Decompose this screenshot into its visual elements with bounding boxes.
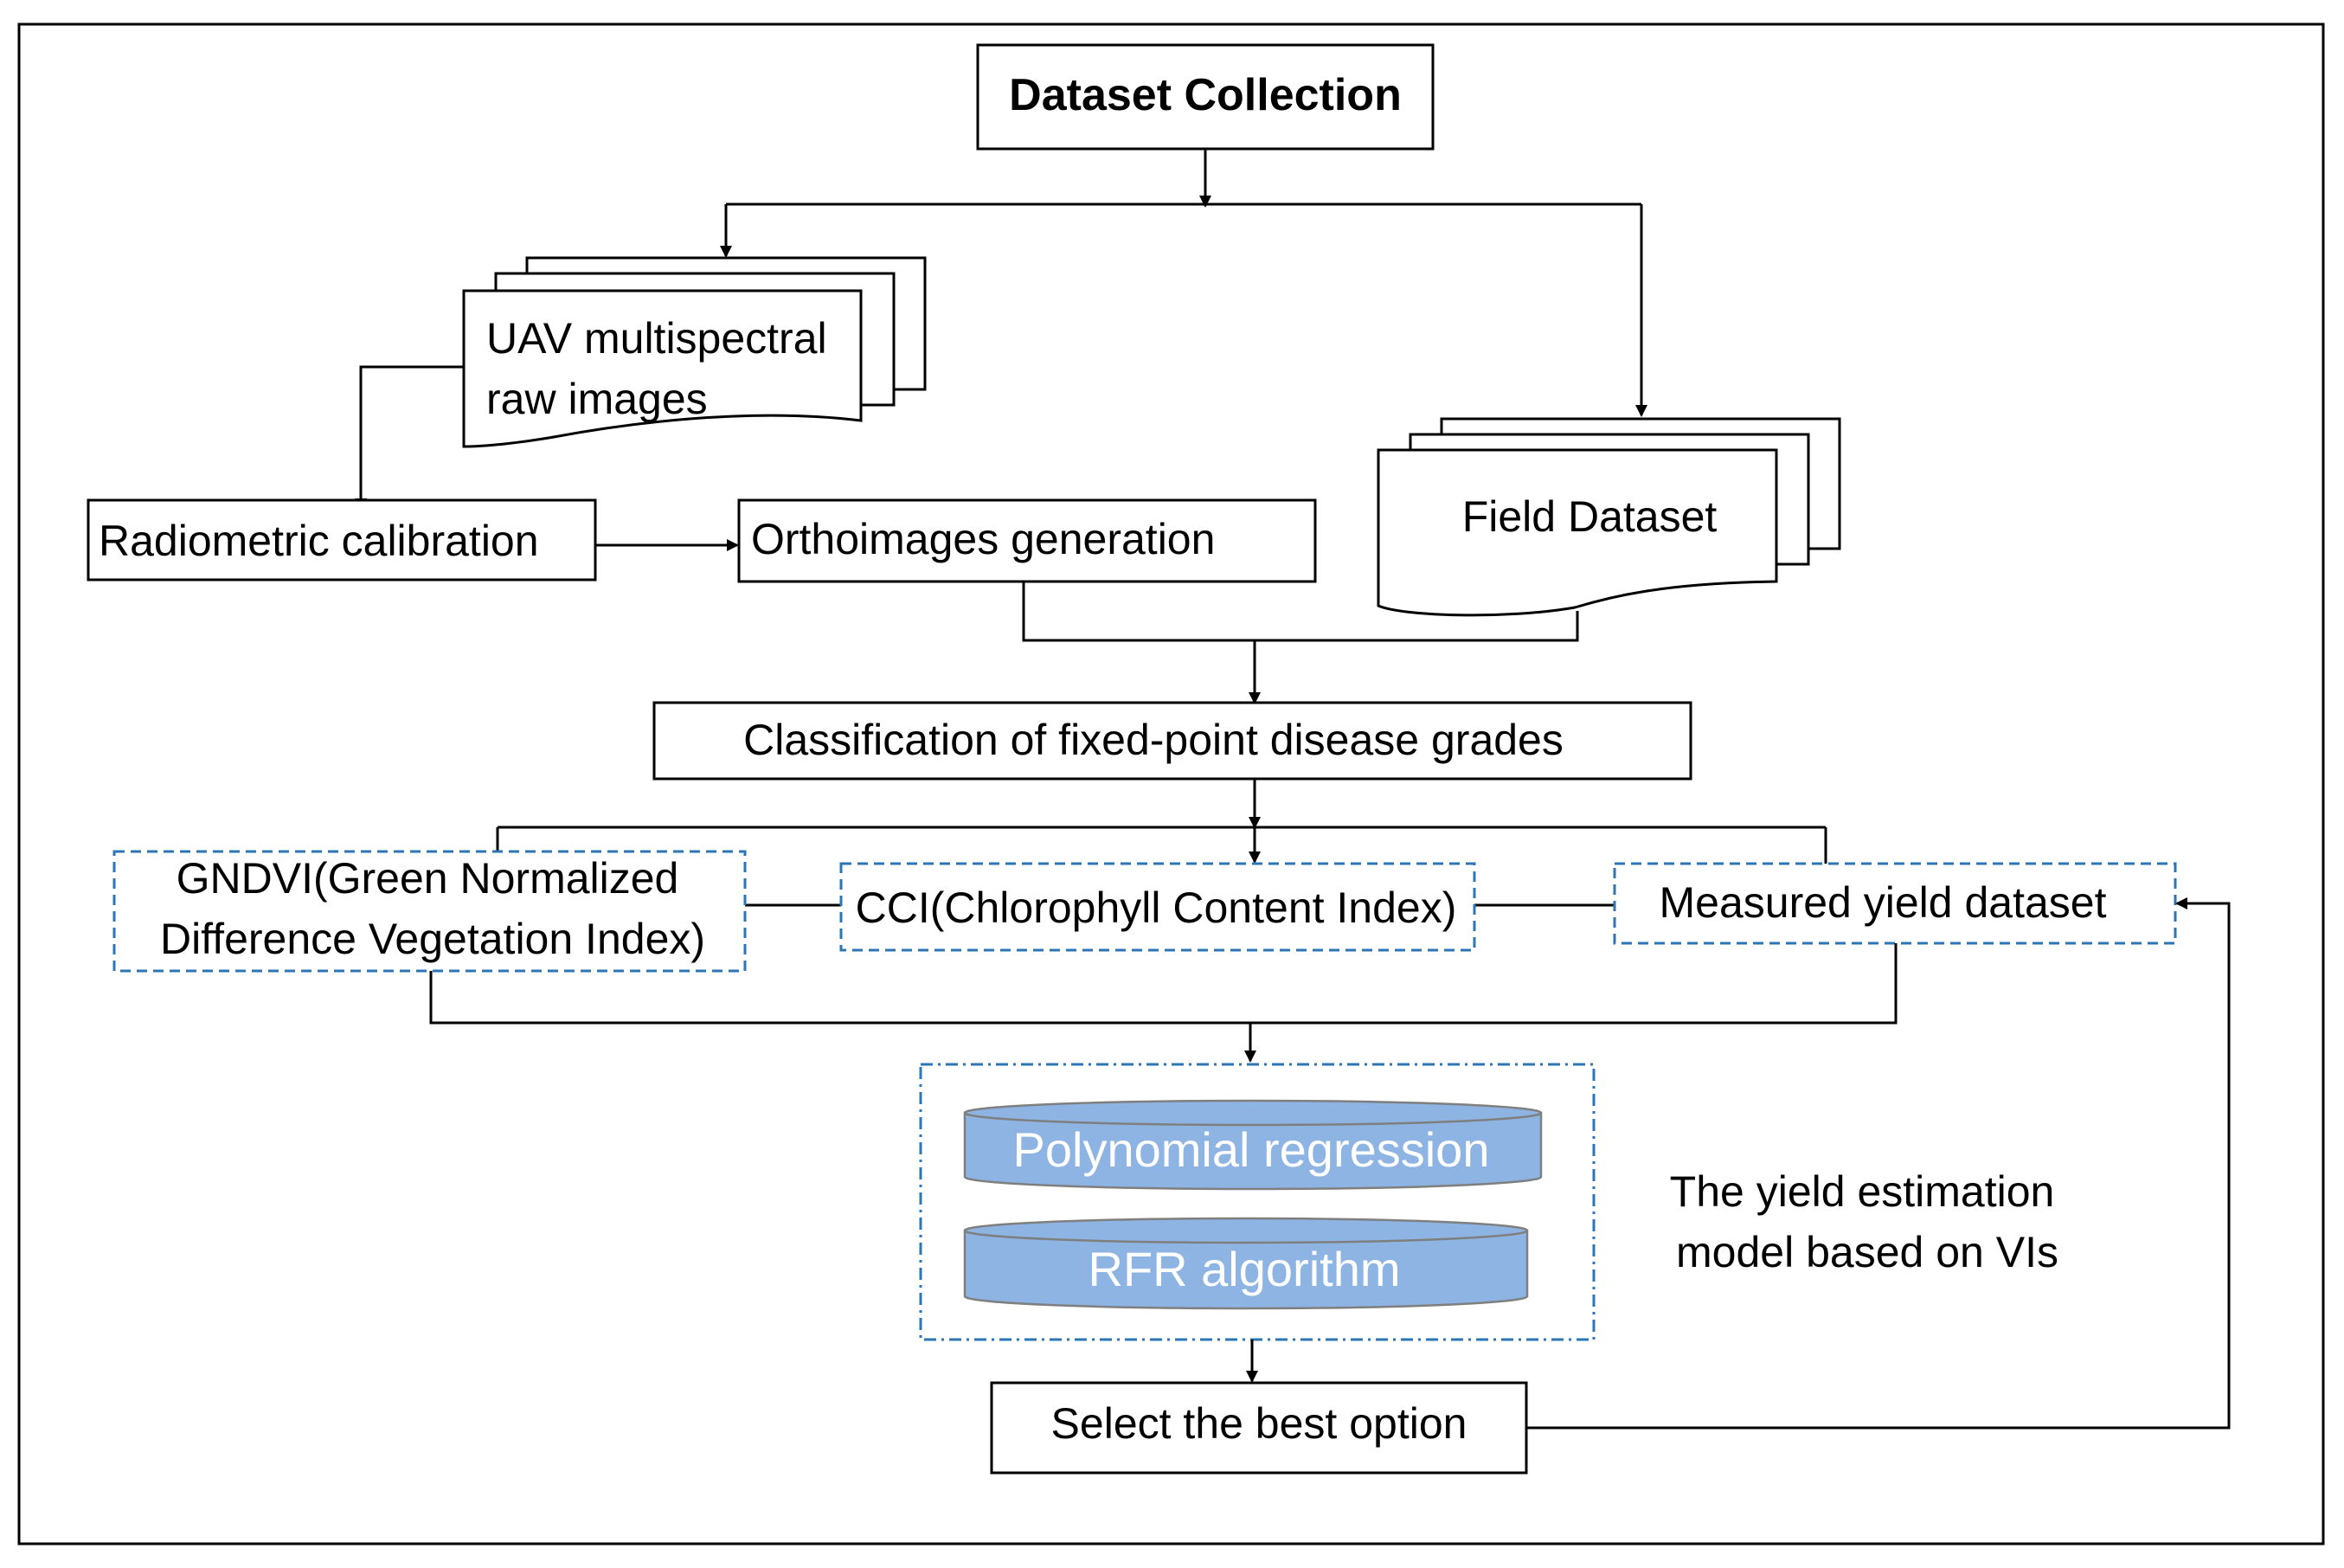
uav-images-label-line2: raw images: [486, 375, 708, 423]
field-dataset-label: Field Dataset: [1461, 492, 1718, 541]
connector-merge-classification: [1022, 582, 1579, 704]
model-caption-line2: model based on VIs: [1676, 1228, 2058, 1276]
rfr-algorithm-label: RFR algorithm: [1088, 1242, 1401, 1296]
orthoimages-generation-box: [737, 498, 1317, 583]
dataset-collection-box: [976, 43, 1435, 151]
classification-label: Classification of fixed-point disease gr…: [743, 716, 1564, 764]
uav-images-document: [462, 256, 927, 448]
classification-box: [652, 701, 1692, 781]
polynomial-regression-label: Polynomial regression: [1012, 1122, 1490, 1177]
rfr-algorithm-cylinder: [963, 1217, 1529, 1310]
model-caption-line1: The yield estimation: [1669, 1167, 2055, 1216]
radiometric-calibration-label: Radiometric calibration: [99, 517, 539, 565]
connector-merge-model: [429, 943, 1898, 1063]
dataset-collection-label: Dataset Collection: [1009, 70, 1402, 120]
uav-images-label-line1: UAV multispectral: [486, 314, 827, 363]
gndvi-label-line2: Difference Vegetation Index): [159, 915, 706, 963]
connector-uav-radiometric: [355, 365, 464, 511]
connector-classification-split: [496, 779, 1827, 864]
select-best-box: [990, 1381, 1528, 1475]
cci-label: CCI(Chlorophyll Content Index): [855, 884, 1457, 932]
connector-collection-split: [720, 149, 1647, 417]
select-best-label: Select the best option: [1050, 1399, 1467, 1448]
outer-frame: [17, 22, 2325, 1546]
orthoimages-generation-label: Orthoimages generation: [751, 515, 1216, 563]
radiometric-calibration-box: [87, 498, 597, 582]
gndvi-box: [112, 850, 747, 973]
connector-feedback-loop: [1526, 897, 2231, 1430]
polynomial-regression-cylinder: [963, 1099, 1543, 1191]
model-container: [919, 1063, 1596, 1341]
cci-box: [839, 862, 1476, 952]
gndvi-label-line1: GNDVI(Green Normalized: [176, 854, 679, 903]
measured-yield-box: [1613, 862, 2177, 945]
measured-yield-label: Measured yield dataset: [1659, 878, 2107, 927]
field-dataset-document: [1377, 417, 1841, 617]
